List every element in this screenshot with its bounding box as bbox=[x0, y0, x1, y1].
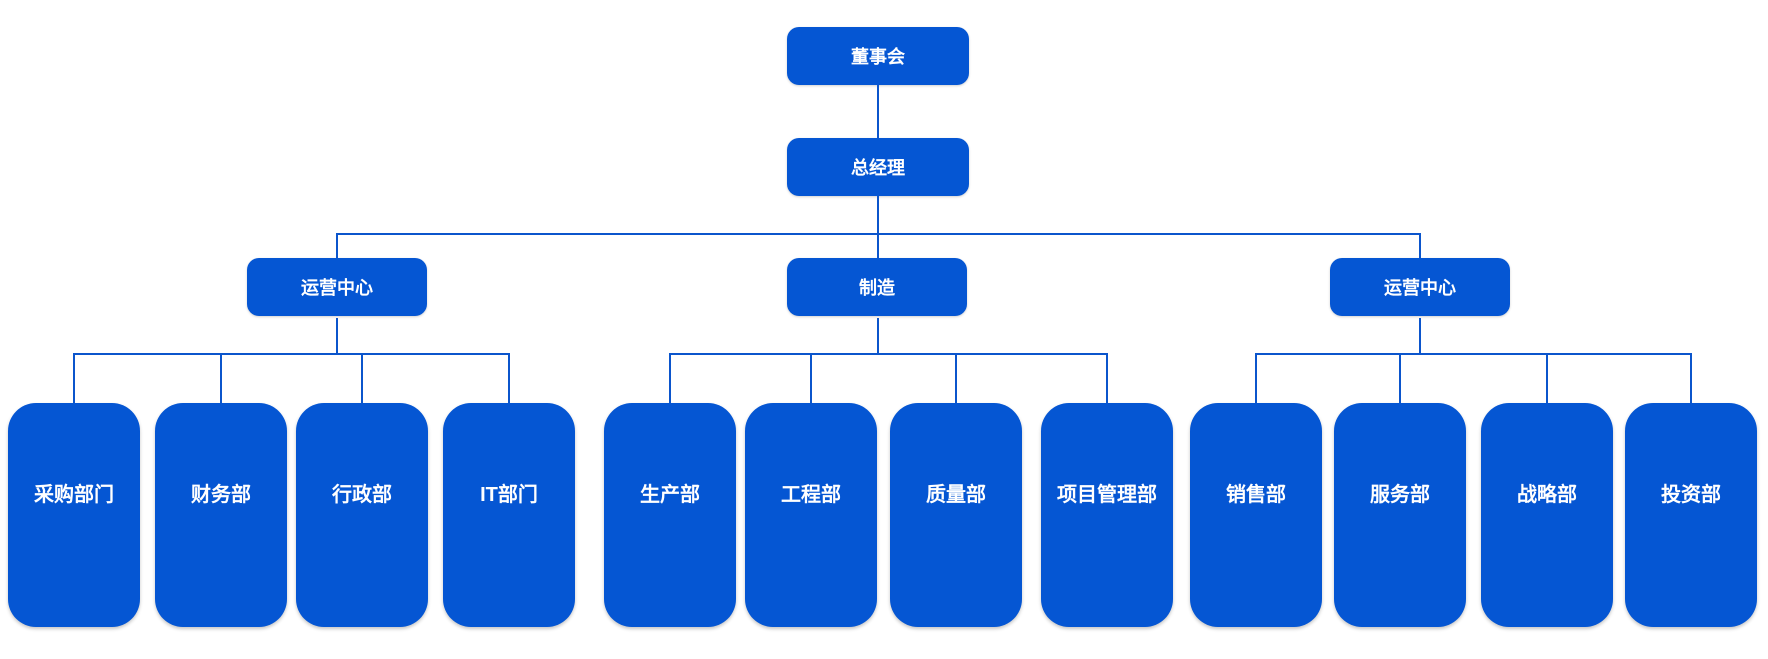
connector-line bbox=[1255, 353, 1257, 403]
connector-line bbox=[1690, 353, 1692, 403]
connector-line bbox=[1419, 233, 1421, 258]
connector-line bbox=[73, 353, 510, 355]
connector-line bbox=[877, 233, 879, 258]
connector-line bbox=[669, 353, 1108, 355]
connector-line bbox=[1106, 353, 1108, 403]
node-admin-dept[interactable]: 行政部 bbox=[296, 403, 428, 627]
node-label: 项目管理部 bbox=[1057, 484, 1157, 506]
connector-line bbox=[336, 233, 338, 258]
node-operations-center-right[interactable]: 运营中心 bbox=[1330, 258, 1510, 316]
node-label: 工程部 bbox=[781, 484, 841, 506]
node-project-management-dept[interactable]: 项目管理部 bbox=[1041, 403, 1173, 627]
connector-line bbox=[1419, 318, 1421, 353]
connector-line bbox=[877, 196, 879, 233]
node-manufacturing[interactable]: 制造 bbox=[787, 258, 967, 316]
node-label: 投资部 bbox=[1661, 484, 1721, 506]
node-sales-dept[interactable]: 销售部 bbox=[1190, 403, 1322, 627]
node-quality-dept[interactable]: 质量部 bbox=[890, 403, 1022, 627]
connector-line bbox=[1255, 353, 1692, 355]
node-label: 运营中心 bbox=[301, 278, 373, 298]
node-service-dept[interactable]: 服务部 bbox=[1334, 403, 1466, 627]
node-label: 总经理 bbox=[851, 158, 905, 178]
node-label: IT部门 bbox=[480, 484, 538, 506]
connector-line bbox=[810, 353, 812, 403]
node-label: 战略部 bbox=[1517, 484, 1577, 506]
node-production-dept[interactable]: 生产部 bbox=[604, 403, 736, 627]
connector-line bbox=[877, 318, 879, 353]
connector-line bbox=[508, 353, 510, 403]
node-strategy-dept[interactable]: 战略部 bbox=[1481, 403, 1613, 627]
node-it-dept[interactable]: IT部门 bbox=[443, 403, 575, 627]
connector-line bbox=[336, 318, 338, 353]
node-board[interactable]: 董事会 bbox=[787, 27, 969, 85]
node-label: 服务部 bbox=[1370, 484, 1430, 506]
node-label: 质量部 bbox=[926, 484, 986, 506]
connector-line bbox=[1546, 353, 1548, 403]
connector-line bbox=[877, 85, 879, 138]
connector-line bbox=[1399, 353, 1401, 403]
connector-line bbox=[669, 353, 671, 403]
node-investment-dept[interactable]: 投资部 bbox=[1625, 403, 1757, 627]
node-label: 董事会 bbox=[851, 47, 905, 67]
node-finance-dept[interactable]: 财务部 bbox=[155, 403, 287, 627]
node-label: 行政部 bbox=[332, 484, 392, 506]
node-general-manager[interactable]: 总经理 bbox=[787, 138, 969, 196]
node-label: 采购部门 bbox=[34, 484, 114, 506]
node-procurement-dept[interactable]: 采购部门 bbox=[8, 403, 140, 627]
node-operations-center-left[interactable]: 运营中心 bbox=[247, 258, 427, 316]
node-label: 销售部 bbox=[1226, 484, 1286, 506]
node-label: 运营中心 bbox=[1384, 278, 1456, 298]
connector-line bbox=[73, 353, 75, 403]
node-label: 财务部 bbox=[191, 484, 251, 506]
node-engineering-dept[interactable]: 工程部 bbox=[745, 403, 877, 627]
node-label: 制造 bbox=[859, 278, 895, 298]
connector-line bbox=[955, 353, 957, 403]
node-label: 生产部 bbox=[640, 484, 700, 506]
connector-line bbox=[361, 353, 363, 403]
connector-line bbox=[220, 353, 222, 403]
